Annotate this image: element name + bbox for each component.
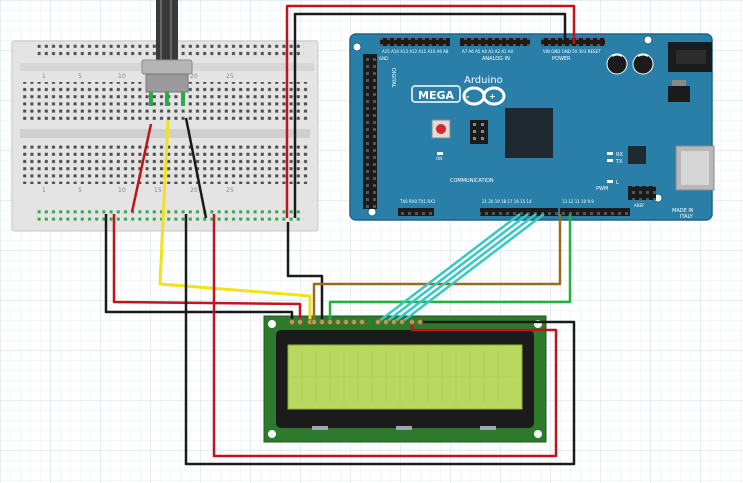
aref-label: AREF xyxy=(634,203,645,208)
arduino-mega-board: A15 A14 A13 A12 A11 A10 A9 A8 A7 A6 A5 A… xyxy=(349,33,715,221)
gnd-label: GND xyxy=(379,56,388,61)
svg-text:21 20 19 18 17 16 15 14: 21 20 19 18 17 16 15 14 xyxy=(482,199,532,204)
column-number: 1 xyxy=(42,73,46,80)
column-number: 20 xyxy=(190,73,198,80)
arduino-brand: Arduino xyxy=(464,75,503,86)
arduino-logo: - + xyxy=(462,86,506,106)
svg-text:-: - xyxy=(466,92,469,101)
pwm-label: PWM xyxy=(596,186,608,192)
l-led-label: L xyxy=(616,180,619,186)
wire-red-5v xyxy=(285,4,576,218)
svg-text:13 12 11 10 9 8: 13 12 11 10 9 8 xyxy=(562,199,594,204)
svg-text:A15 A14 A13 A12 A11 A10 A9 A8: A15 A14 A13 A12 A11 A10 A9 A8 xyxy=(382,49,449,54)
column-number: 5 xyxy=(78,73,82,80)
made-in-label: MADE IN xyxy=(672,208,694,214)
tx-led-label: TX xyxy=(615,159,623,165)
wire-cyan-d4 xyxy=(377,213,521,323)
wire-black-gnd xyxy=(293,12,567,218)
wires xyxy=(104,4,576,466)
column-number: 20 xyxy=(190,187,198,194)
svg-text:TX0 RX0 TX1 RX1: TX0 RX0 TX1 RX1 xyxy=(399,199,436,204)
svg-text:+: + xyxy=(489,92,496,101)
wire-red-backlight xyxy=(212,214,558,458)
column-number: 1 xyxy=(42,187,46,194)
column-number: 25 xyxy=(226,187,234,194)
wire-black-backlight xyxy=(184,214,576,466)
communication-label: COMMUNICATION xyxy=(450,178,494,184)
column-number: 10 xyxy=(118,187,126,194)
on-led-label: ON xyxy=(436,156,442,161)
column-number: 10 xyxy=(118,73,126,80)
wire-black-lcd-vss xyxy=(104,214,294,322)
wire-cyan-d5 xyxy=(385,213,529,323)
svg-text:A7 A6 A5 A4 A3 A2 A1 A0: A7 A6 A5 A4 A3 A2 A1 A0 xyxy=(462,49,514,54)
svg-text:VIN GND GND 5V 3V3 RESET: VIN GND GND 5V 3V3 RESET xyxy=(543,49,601,54)
column-number: 25 xyxy=(226,73,234,80)
wire-black-pot xyxy=(184,117,208,219)
potentiometer xyxy=(141,0,193,106)
lcd-pin-row xyxy=(288,318,423,325)
country-label: ITALY xyxy=(680,214,694,220)
digital-label: DIGITAL xyxy=(390,68,396,88)
analog-in-label: ANALOG IN xyxy=(482,56,510,62)
wire-green-enable xyxy=(328,214,572,322)
wire-yellow-contrast xyxy=(158,119,312,322)
wire-black-lcd-rw xyxy=(286,222,324,322)
arduino-model: MEGA xyxy=(418,89,454,102)
wire-red-pot xyxy=(130,123,153,213)
power-label: POWER xyxy=(552,56,571,62)
wire-red-lcd-vdd xyxy=(112,214,302,322)
column-number: 15 xyxy=(154,187,162,194)
rx-led-label: RX xyxy=(616,152,623,158)
lcd-display xyxy=(263,315,547,443)
wire-cyan-d6 xyxy=(393,213,537,323)
wire-cyan-d7 xyxy=(401,213,545,323)
column-number: 5 xyxy=(78,187,82,194)
microcontroller-chip xyxy=(505,108,553,158)
